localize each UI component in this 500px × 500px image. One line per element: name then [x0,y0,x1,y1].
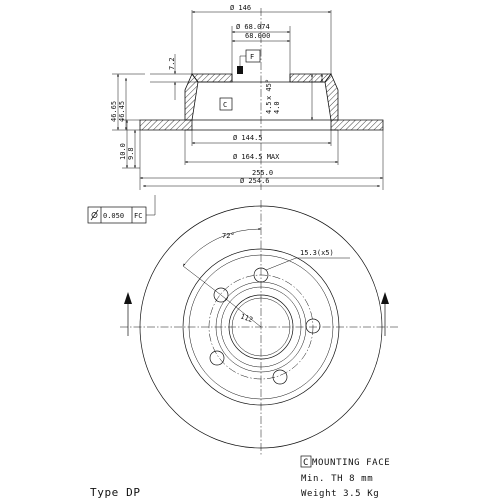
tolerance-ref: FC [134,212,142,220]
pcd-circle [208,274,314,380]
dim-h46-65: 46.65 [110,101,118,122]
friction-inner-edge [182,248,340,406]
hat-wall-left [184,73,199,121]
dim-h46-45: 46.45 [118,101,126,122]
leader [265,257,297,271]
dim-h4-5: 4.5 [265,101,273,114]
pcd-label: 112 [239,312,254,324]
holes-label: 15.3(x5) [300,249,334,257]
bolt-holes [209,267,321,385]
hat-wall-right [324,73,339,121]
dim-d68-000: 68.000 [245,32,270,40]
legend-c-box [300,455,312,468]
center-bore [228,294,294,360]
section-arrow-left-icon [124,292,132,304]
tolerance-frame: 0.050 FC [87,195,156,224]
pcd-leader [220,294,262,328]
hat-top-left [191,73,233,83]
bolt-hole [305,318,321,334]
legend-c: C [303,458,309,468]
tolerance-value: 0.050 [103,212,124,220]
dim-h7-2: 7.2 [168,57,176,70]
hat-ring-2 [220,286,302,368]
bolt-hole [213,287,229,303]
dim-h4-0: 4.0 [273,101,281,114]
flatness-icon [90,209,99,221]
bolt-hole [253,267,269,283]
disc-outer-edge [139,205,383,449]
mounting-face-label: MOUNTING FACE [312,458,390,468]
hat-top-right [289,73,332,83]
ext-line [182,265,222,296]
datum-f: F [250,53,254,61]
legend: C MOUNTING FACE Min. TH 8 mm Weight 3.5 … [300,455,390,499]
dim-d68-074: Ø 68.074 [236,23,270,31]
dim-h45deg: x 45° [265,79,273,100]
angle-label: 72° [222,232,235,240]
center-bore-chamfer [231,297,291,357]
bolt-hole [272,369,288,385]
type-label: Type DP [90,486,141,499]
dim-d255-0: 255.0 [252,169,273,177]
dim-h10-0: 10.0 [119,143,127,160]
min-thickness-label: Min. TH 8 mm [301,474,373,484]
datum-c-box [219,97,233,111]
datum-f-triangle [237,66,243,74]
dim-d144-5: Ø 144.5 [233,134,263,142]
runout-symbol-icon [91,212,98,218]
angle-arc [182,227,262,267]
datum-c: C [223,101,227,109]
friction-ring-right [330,119,384,131]
friction-ring-left [139,119,193,131]
front-view: 72° 15.3(x5) 112 [120,200,400,455]
weight-label: Weight 3.5 Kg [301,489,379,499]
section-arrow-right-icon [381,292,389,304]
dim-d254-6: Ø 254.6 [240,177,270,185]
dim-d146: Ø 146 [230,4,251,12]
bolt-hole [209,350,225,366]
dim-h9-8: 9.8 [127,147,135,160]
side-section-view: Ø 146 Ø 68.074 68.000 F C 7.2 46.65 46.4… [87,4,384,224]
hat-outer [188,254,334,400]
dim-d164-5: Ø 164.5 MAX [233,153,280,161]
